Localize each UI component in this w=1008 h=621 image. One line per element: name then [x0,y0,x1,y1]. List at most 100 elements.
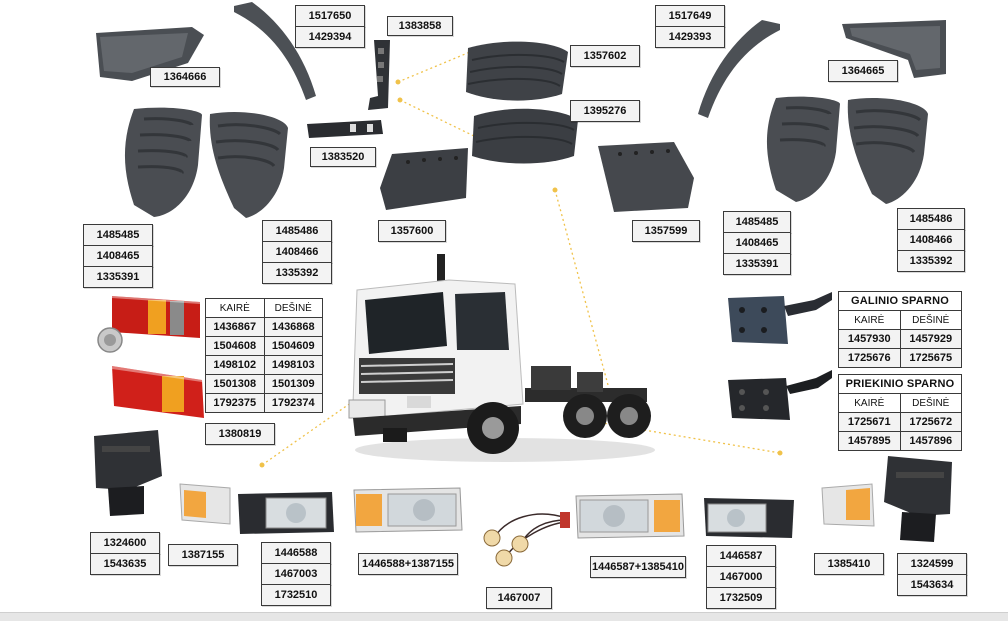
label-1383858[interactable]: 1383858 [387,16,453,36]
label-1335391-left[interactable]: 1335391 [83,266,153,288]
label-1485485-left[interactable]: 1485485 [83,224,153,246]
label-1357599[interactable]: 1357599 [632,220,700,242]
label-1357602[interactable]: 1357602 [570,45,640,67]
footer-bar [0,612,1008,621]
label-1324599[interactable]: 1324599 [897,553,967,575]
label-1485486-left[interactable]: 1485486 [262,220,332,242]
front-mudguard-left-1[interactable]: 1725671 [838,412,901,432]
front-mudguard-right-1[interactable]: 1725672 [899,412,962,432]
table-row: 1498102 1498103 [205,355,323,375]
label-1446588-combo[interactable]: 1446588+1387155 [358,553,458,575]
tail-light-lower-part[interactable] [110,364,206,422]
label-1408466-left[interactable]: 1408466 [262,241,332,263]
label-1408466-right[interactable]: 1408466 [897,229,965,251]
label-1429394[interactable]: 1429394 [295,26,365,48]
label-1364666[interactable]: 1364666 [150,67,220,87]
taillight-left-5[interactable]: 1792375 [205,393,265,413]
label-1408465-left[interactable]: 1408465 [83,245,153,267]
corner-step-right-part[interactable] [878,456,958,542]
label-1543635[interactable]: 1543635 [90,553,160,575]
mudguard-right-rear-part[interactable] [842,94,932,206]
headlight-indicator-right-part[interactable] [574,492,686,540]
headlight-left-part[interactable] [236,490,336,536]
rear-mudguard-caption: GALINIO SPARNO [838,291,962,311]
label-1517649[interactable]: 1517649 [655,5,725,27]
mudguard-right-front-part[interactable] [756,94,842,204]
front-mudguard-bracket-part[interactable] [724,370,834,424]
label-1467007[interactable]: 1467007 [486,587,552,609]
taillight-right-2[interactable]: 1504609 [263,336,323,356]
taillight-right-5[interactable]: 1792374 [263,393,323,413]
indicator-right-part[interactable] [818,480,878,530]
label-1380819[interactable]: 1380819 [205,423,275,445]
cab-side-strip-left-part[interactable] [230,2,318,102]
rear-mudguard-bracket-part[interactable] [724,290,834,348]
label-1429393[interactable]: 1429393 [655,26,725,48]
label-1446587[interactable]: 1446587 [706,545,776,567]
label-1446587-combo[interactable]: 1446587+1385410 [590,556,686,578]
label-1383520[interactable]: 1383520 [310,147,376,167]
tail-light-upper-part[interactable] [108,292,204,340]
bulb-socket-set-part[interactable] [476,498,572,568]
taillight-right-3[interactable]: 1498103 [263,355,323,375]
cab-side-strip-right-part[interactable] [694,20,784,120]
label-1517650[interactable]: 1517650 [295,5,365,27]
corner-deflector-left-part[interactable] [92,27,206,83]
table-row: 1501308 1501309 [205,374,323,394]
wing-cover-top-part[interactable] [462,38,572,104]
table-row: 1792375 1792374 [205,393,323,413]
label-1732509[interactable]: 1732509 [706,587,776,609]
wing-cover-middle-part[interactable] [470,104,582,166]
taillight-left-1[interactable]: 1436867 [205,317,265,337]
label-1467003[interactable]: 1467003 [261,563,331,585]
label-1335391-right[interactable]: 1335391 [723,253,791,275]
taillight-right-4[interactable]: 1501309 [263,374,323,394]
headlight-indicator-left-part[interactable] [352,486,464,534]
label-1387155[interactable]: 1387155 [168,544,238,566]
table-row: 1457895 1457896 [838,431,962,451]
mudguard-left-rear-part[interactable] [204,108,292,220]
label-1485486-right[interactable]: 1485486 [897,208,965,230]
label-1335392-left[interactable]: 1335392 [262,262,332,284]
mudflap-right-part[interactable] [596,142,696,214]
taillight-left-3[interactable]: 1498102 [205,355,265,375]
label-1357600[interactable]: 1357600 [378,220,446,242]
corner-deflector-right-part[interactable] [838,18,950,82]
rear-mudguard-left-1[interactable]: 1457930 [838,329,901,349]
label-1446588[interactable]: 1446588 [261,542,331,564]
headlight-right-part[interactable] [702,496,796,540]
label-1364665[interactable]: 1364665 [828,60,898,82]
front-mudguard-right-2[interactable]: 1457896 [899,431,962,451]
taillight-table: KAIRĖ DEŠINĖ 1436867 1436868 1504608 150… [205,298,323,413]
taillight-header-left: KAIRĖ [205,298,265,318]
corner-step-left-part[interactable] [88,430,168,516]
taillight-left-4[interactable]: 1501308 [205,374,265,394]
label-1408465-right[interactable]: 1408465 [723,232,791,254]
indicator-left-part[interactable] [176,480,234,528]
taillight-header-right: DEŠINĖ [263,298,323,318]
label-1324600[interactable]: 1324600 [90,532,160,554]
mudflap-left-part[interactable] [378,148,472,214]
label-1485485-right[interactable]: 1485485 [723,211,791,233]
label-1385410[interactable]: 1385410 [814,553,884,575]
rear-mudguard-left-2[interactable]: 1725676 [838,348,901,368]
label-1395276[interactable]: 1395276 [570,100,640,122]
rear-mudguard-right-1[interactable]: 1457929 [899,329,962,349]
label-stack-1517650: 1517650 1429394 [295,5,365,48]
rear-mudguard-right-2[interactable]: 1725675 [899,348,962,368]
label-1467000[interactable]: 1467000 [706,566,776,588]
step-bracket-part[interactable] [364,38,398,112]
taillight-right-1[interactable]: 1436868 [263,317,323,337]
mudguard-left-front-part[interactable] [114,105,204,220]
label-stack-1517649: 1517649 1429393 [655,5,725,48]
label-stack-left-mudguard-b: 1485486 1408466 1335392 [262,220,332,284]
label-1335392-right[interactable]: 1335392 [897,250,965,272]
tail-light-lamp-part[interactable] [96,326,124,354]
label-1732510[interactable]: 1732510 [261,584,331,606]
table-row: 1725671 1725672 [838,412,962,432]
bracket-strip-part[interactable] [305,118,385,140]
taillight-left-2[interactable]: 1504608 [205,336,265,356]
label-1543634[interactable]: 1543634 [897,574,967,596]
front-mudguard-header-right: DEŠINĖ [899,393,962,413]
front-mudguard-left-2[interactable]: 1457895 [838,431,901,451]
